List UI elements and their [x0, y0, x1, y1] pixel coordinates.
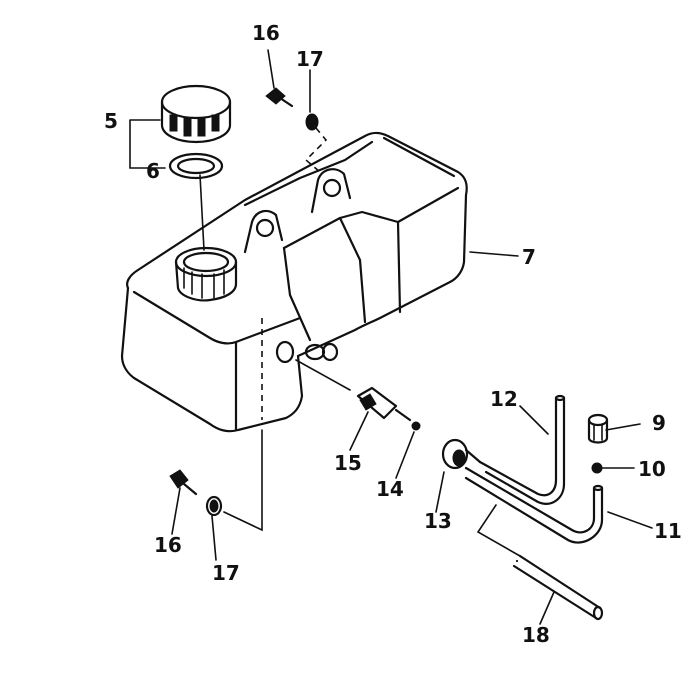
cap-bracket-line: [129, 119, 166, 169]
callout-16-bottom: 16: [154, 533, 182, 557]
callout-18: 18: [522, 623, 550, 647]
callout-7: 7: [522, 245, 536, 269]
bolt-top: [265, 87, 294, 108]
callout-17-bottom: 17: [212, 561, 240, 585]
washer-bottom: [205, 495, 223, 517]
callout-9: 9: [652, 411, 666, 435]
small-ring: [591, 462, 603, 474]
end-cap: [587, 413, 609, 444]
callout-5: 5: [104, 109, 118, 133]
fitting-alignment-line: [295, 359, 351, 391]
tube: [512, 554, 604, 621]
fuel-tank: [120, 131, 468, 433]
callout-17-top: 17: [296, 47, 324, 71]
fuel-pipe: [478, 394, 566, 505]
fuel-cock: [441, 438, 482, 470]
bottom-mount-line: [223, 429, 263, 532]
tube-alignment-line: [476, 504, 521, 557]
leader-lines: [171, 49, 653, 625]
filler-cap: [160, 84, 232, 144]
fuel-hose: [464, 466, 604, 544]
o-ring: [411, 421, 421, 431]
callout-11: 11: [654, 519, 682, 543]
callout-16-top: 16: [252, 21, 280, 45]
callout-13: 13: [424, 509, 452, 533]
callout-15: 15: [334, 451, 362, 475]
callout-10: 10: [638, 457, 666, 481]
washer-top: [305, 113, 319, 131]
cap-alignment-line: [199, 174, 205, 251]
bolt-bottom: [169, 469, 198, 496]
callout-14: 14: [376, 477, 404, 501]
callout-12: 12: [490, 387, 518, 411]
cap-gasket: [168, 152, 224, 180]
callout-6: 6: [146, 159, 160, 183]
fuel-fitting: [356, 386, 412, 422]
